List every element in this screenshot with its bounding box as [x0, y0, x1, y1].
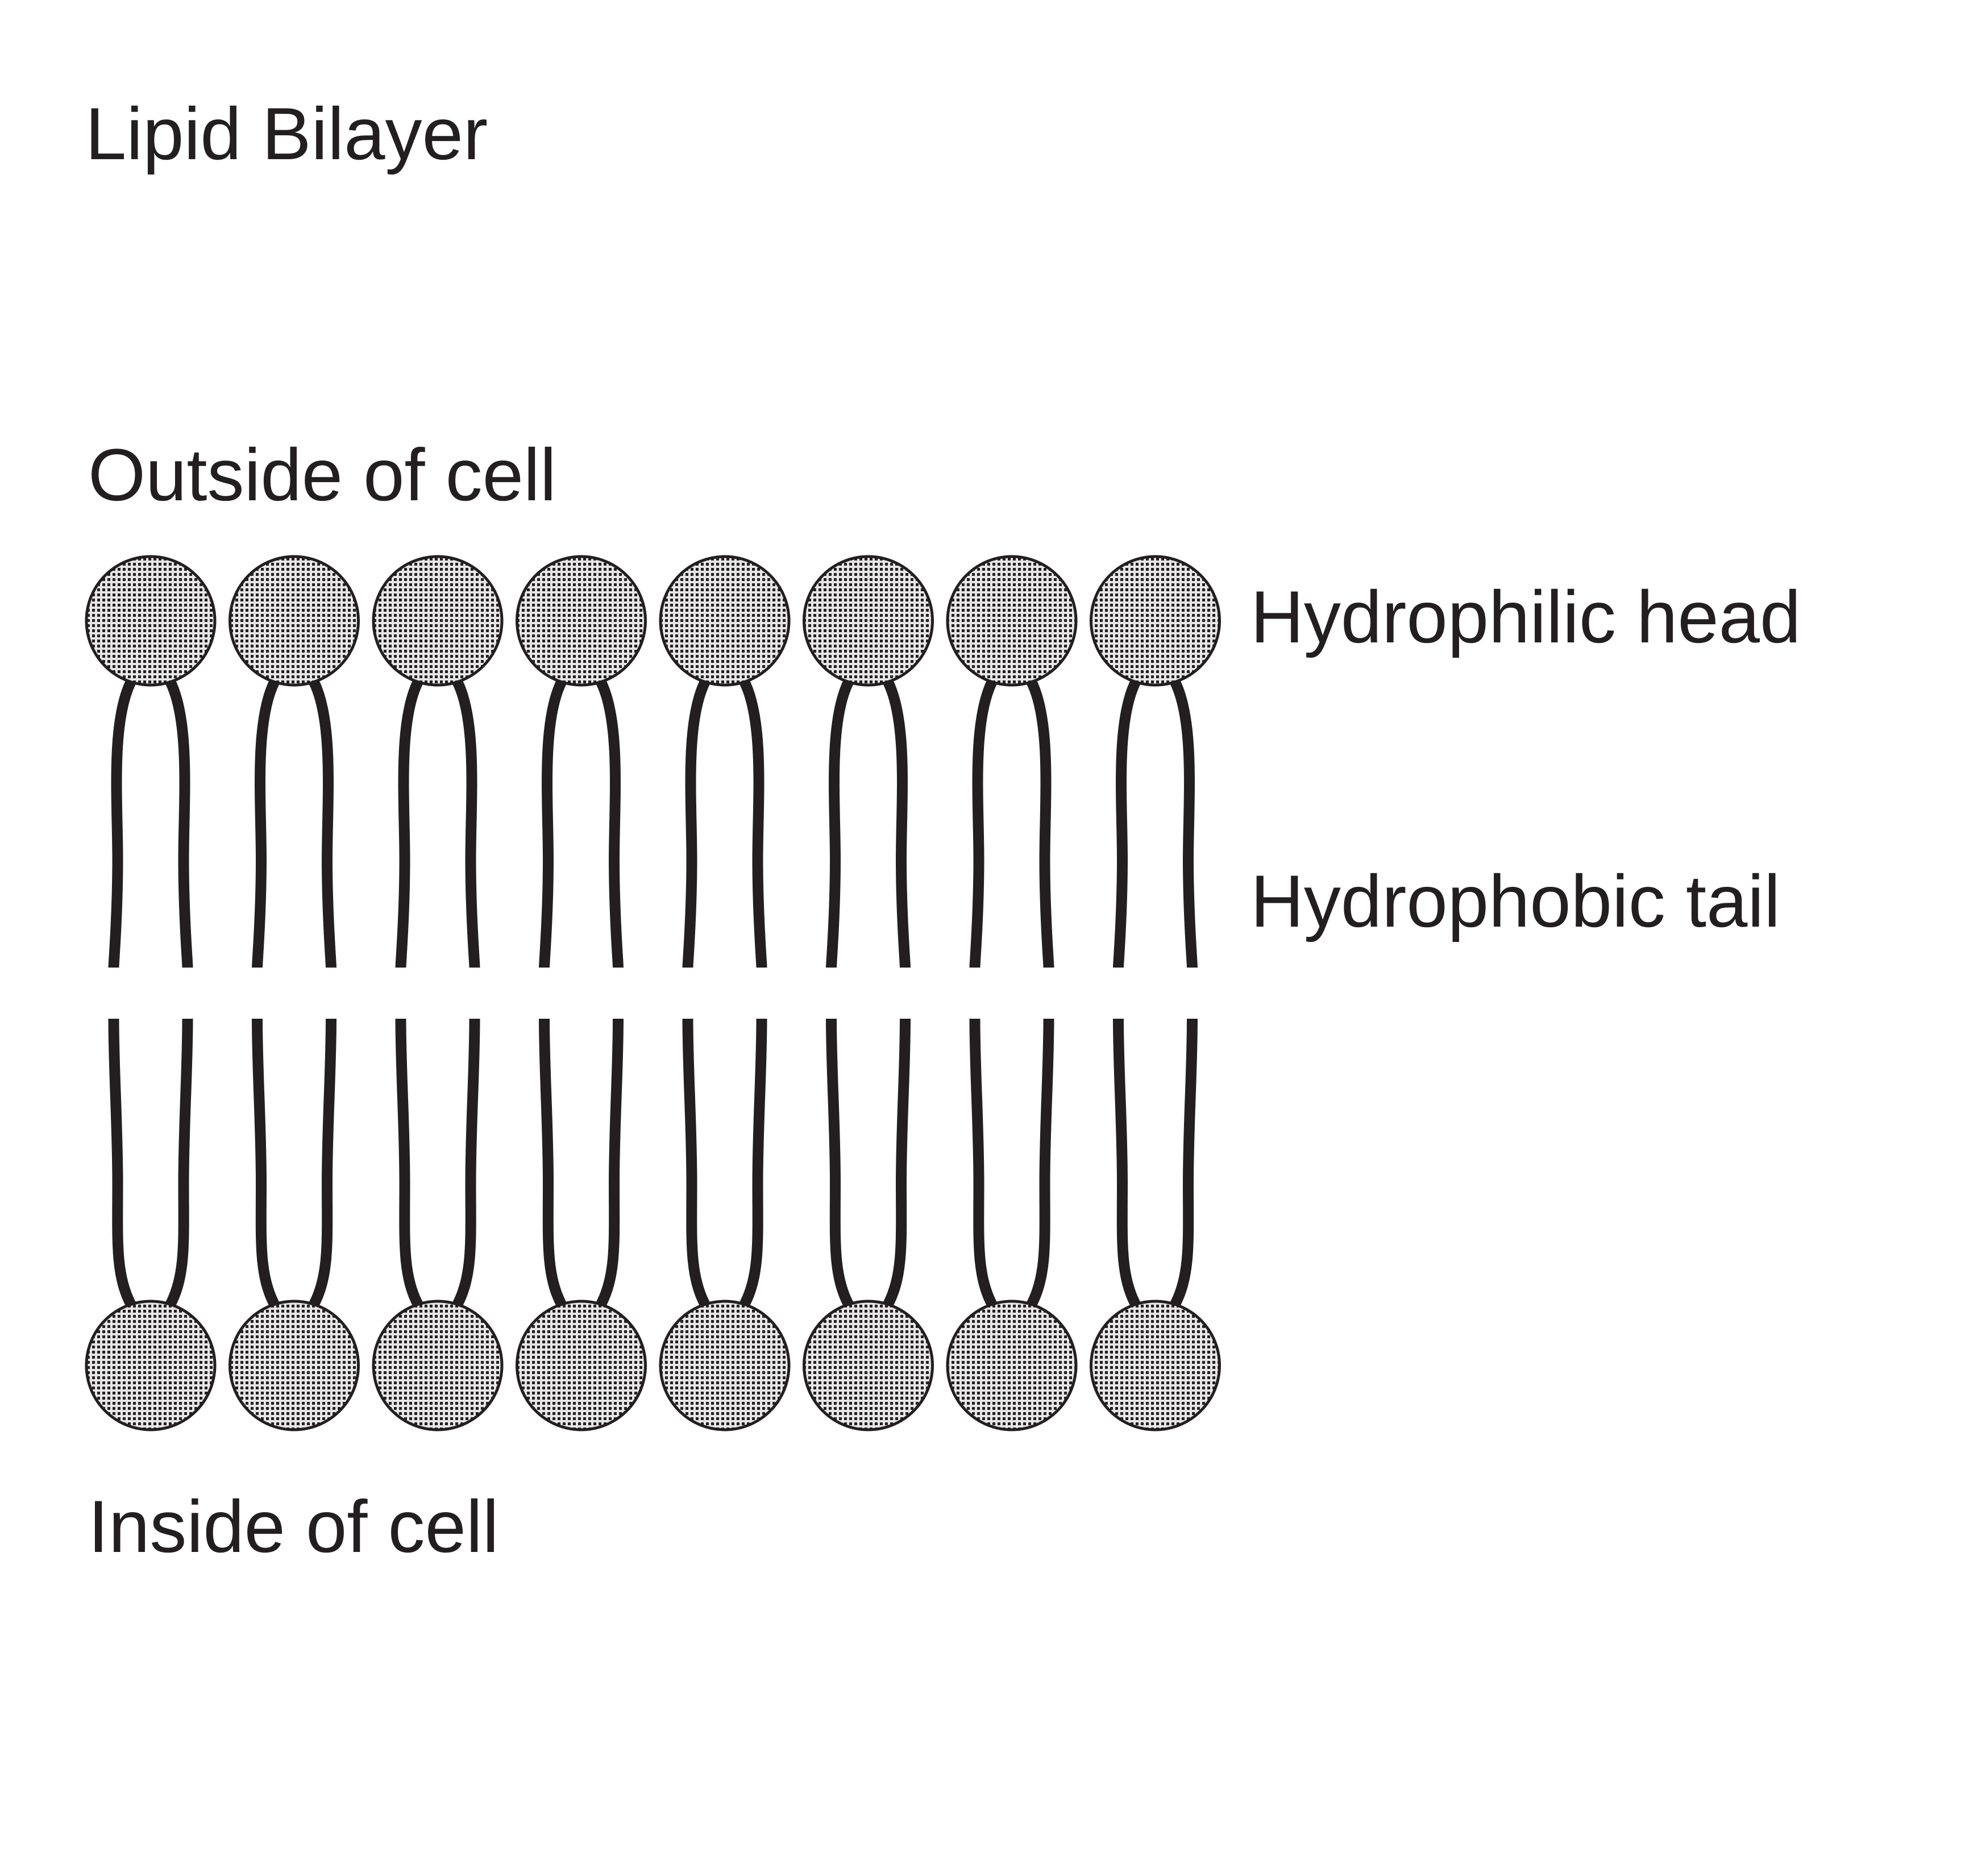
hydrophobic-tail [252, 679, 280, 968]
phospholipid-inner [946, 1018, 1078, 1431]
hydrophilic-head [228, 555, 360, 687]
hydrophilic-head [946, 555, 1078, 687]
outer-leaflet [85, 555, 1221, 968]
hydrophilic-head [85, 1300, 217, 1431]
hydrophobic-tail [826, 679, 854, 968]
phospholipid-outer [372, 555, 504, 968]
hydrophobic-tail [1027, 1018, 1054, 1307]
hydrophobic-tail [739, 1018, 767, 1307]
hydrophilic-head [85, 555, 217, 687]
hydrophobic-tail [252, 1018, 280, 1307]
hydrophobic-tail [108, 1018, 136, 1307]
hydrophilic-head [803, 1300, 934, 1431]
hydrophilic-head [946, 1300, 1078, 1431]
hydrophobic-tail [452, 679, 480, 968]
phospholipid-outer [516, 555, 647, 968]
phospholipid-outer [85, 555, 217, 968]
hydrophobic-tail [596, 1018, 624, 1307]
hydrophilic-head [372, 555, 504, 687]
phospholipid-outer [659, 555, 791, 968]
hydrophobic-tail [165, 1018, 193, 1307]
hydrophobic-tail [883, 1018, 911, 1307]
phospholipid-outer [228, 555, 360, 968]
hydrophobic-tail [1113, 679, 1141, 968]
hydrophobic-tail [739, 679, 767, 968]
hydrophobic-tail [452, 1018, 480, 1307]
hydrophilic-head [659, 1300, 791, 1431]
outside-of-cell-label: Outside of cell [88, 433, 556, 516]
hydrophobic-tail [165, 679, 193, 968]
phospholipid-inner [803, 1018, 934, 1431]
hydrophobic-tail [1027, 679, 1054, 968]
hydrophobic-tail [883, 679, 911, 968]
hydrophobic-tail [539, 679, 567, 968]
hydrophobic-tail [969, 679, 997, 968]
phospholipid-inner [372, 1018, 504, 1431]
hydrophobic-tail [1170, 1018, 1198, 1307]
phospholipid-outer [946, 555, 1078, 968]
hydrophilic-head [228, 1300, 360, 1431]
hydrophilic-head [1090, 1300, 1221, 1431]
hydrophilic-head [516, 1300, 647, 1431]
inside-of-cell-label: Inside of cell [88, 1485, 499, 1568]
hydrophilic-head [516, 555, 647, 687]
phospholipid-inner [85, 1018, 217, 1431]
phospholipid-inner [1090, 1018, 1221, 1431]
hydrophilic-head [1090, 555, 1221, 687]
hydrophobic-tail [108, 679, 136, 968]
hydrophobic-tail [309, 1018, 336, 1307]
phospholipid-inner [228, 1018, 360, 1431]
hydrophobic-tail [395, 679, 423, 968]
phospholipid-inner [659, 1018, 791, 1431]
hydrophobic-tail [1113, 1018, 1141, 1307]
diagram-title: Lipid Bilayer [85, 92, 488, 175]
hydrophobic-tail [682, 1018, 710, 1307]
phospholipid-outer [803, 555, 934, 968]
hydrophobic-tail [826, 1018, 854, 1307]
hydrophilic-head [659, 555, 791, 687]
hydrophobic-tail [1170, 679, 1198, 968]
hydrophobic-tail [395, 1018, 423, 1307]
hydrophobic-tail [309, 679, 336, 968]
hydrophobic-tail [539, 1018, 567, 1307]
hydrophobic-tail [969, 1018, 997, 1307]
hydrophobic-tail [596, 679, 624, 968]
hydrophilic-head [372, 1300, 504, 1431]
hydrophobic-tail [682, 679, 710, 968]
hydrophilic-head [803, 555, 934, 687]
hydrophilic-head-label: Hydrophilic head [1250, 575, 1801, 658]
hydrophobic-tail-label: Hydrophobic tail [1250, 860, 1780, 943]
phospholipid-outer [1090, 555, 1221, 968]
inner-leaflet [85, 1018, 1221, 1431]
phospholipid-inner [516, 1018, 647, 1431]
